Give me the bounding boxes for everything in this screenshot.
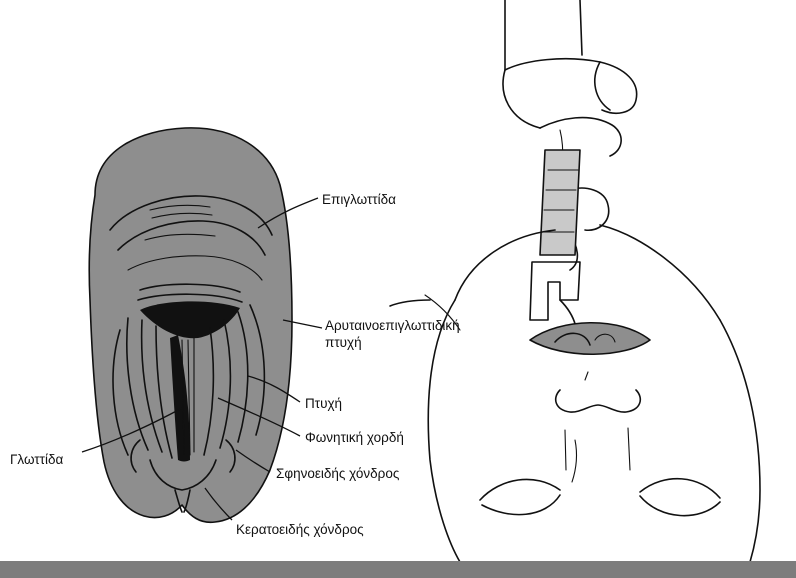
bottom-bar [0,561,796,578]
label-vocal-cord: Φωνητική χορδή [305,430,404,445]
larynx-drawing [89,128,292,522]
nose [556,372,641,412]
face-laryngoscope-drawing [390,0,760,562]
mouth-opening [530,323,650,355]
label-corniculate-cartilage: Κερατοειδής χόνδρος [236,522,364,537]
label-aryepiglottic-fold-line2: πτυχή [325,335,362,350]
label-epiglottis: Επιγλωττίδα [322,192,396,207]
label-cuneiform-cartilage: Σφηνοειδής χόνδρος [276,466,400,481]
laryngoscope [530,150,580,350]
eyes [480,428,720,516]
label-fold: Πτυχή [305,396,342,411]
label-glottis: Γλωττίδα [10,452,64,467]
face-outline [425,225,760,562]
label-aryepiglottic-fold-line1: Αρυταινοεπιγλωττιδική [325,318,460,333]
